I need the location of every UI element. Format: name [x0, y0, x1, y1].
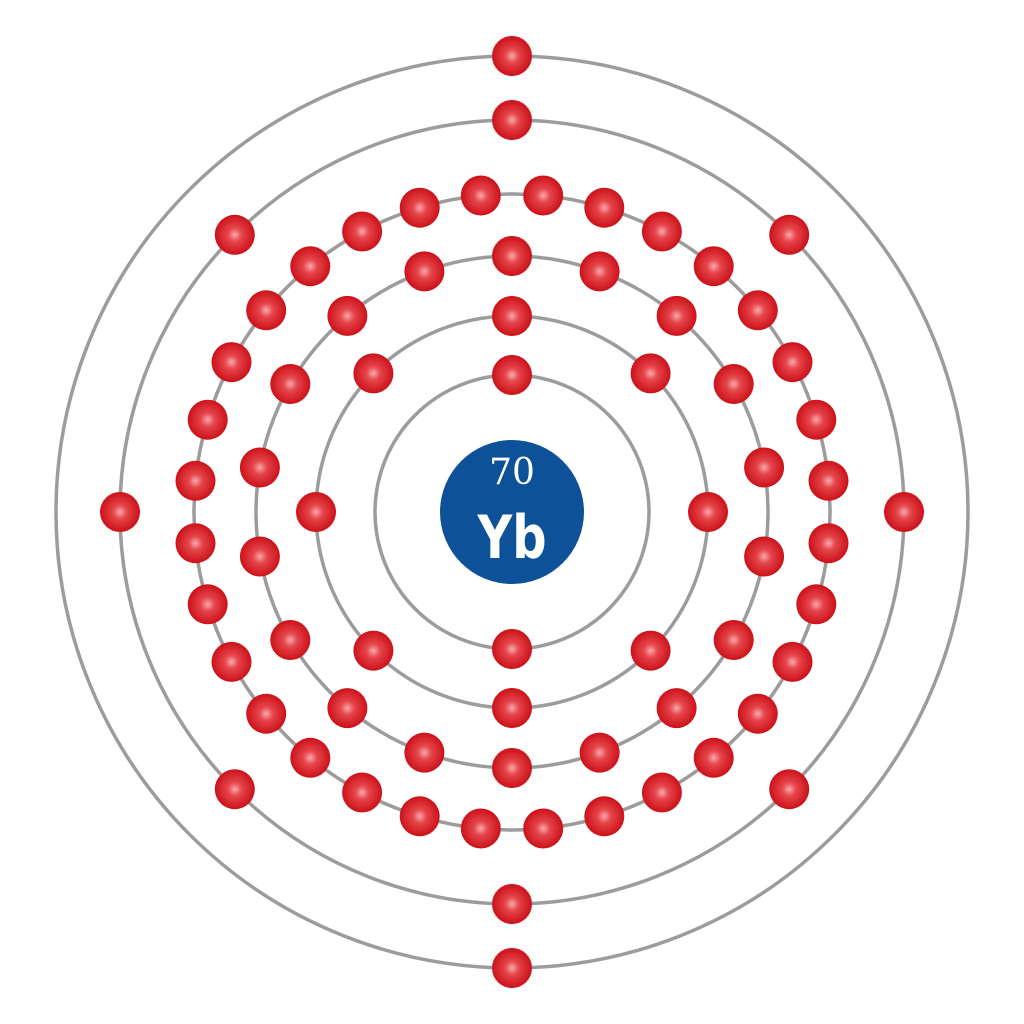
electron-shell-4-2	[796, 584, 837, 625]
nucleus-circle	[440, 440, 584, 584]
electron-shell-3-3	[656, 295, 697, 336]
electron-shell-4-22	[342, 211, 383, 252]
electron-shell-3-6	[744, 536, 785, 577]
electron-shell-4-3	[772, 641, 813, 682]
electron-shell-1-2	[492, 629, 532, 669]
electron-shell-5-3	[884, 492, 924, 532]
electron-shell-4-23	[399, 187, 440, 228]
electron-shell-4-17	[175, 460, 216, 501]
electron-shell-3-13	[270, 620, 311, 660]
electron-shell-4-26	[584, 187, 625, 228]
electron-shell-4-32	[808, 460, 849, 501]
electron-shell-5-7	[100, 492, 140, 532]
electron-shell-2-7	[296, 492, 336, 532]
electron-shell-3-17	[327, 295, 368, 336]
electron-shell-4-25	[523, 175, 564, 216]
electron-shell-3-16	[270, 364, 311, 404]
electron-shell-1-1	[492, 355, 532, 395]
electron-shell-6-2	[492, 948, 532, 988]
electron-shell-5-6	[214, 769, 255, 810]
electron-shell-5-5	[492, 884, 532, 924]
electron-shell-4-31	[796, 399, 837, 440]
electron-shell-4-10	[399, 796, 440, 837]
electron-shell-3-8	[656, 688, 697, 729]
electron-shell-4-18	[187, 399, 228, 440]
electron-shell-4-7	[584, 796, 625, 837]
electron-shell-3-18	[404, 251, 445, 292]
electron-shell-4-9	[460, 808, 501, 849]
electron-shell-3-12	[327, 688, 368, 729]
electron-shell-4-21	[290, 246, 331, 287]
electron-shell-4-11	[342, 772, 383, 813]
electron-shell-5-4	[769, 769, 810, 810]
electron-shell-3-14	[239, 536, 280, 577]
electron-shell-2-1	[492, 296, 532, 336]
electron-shell-4-20	[246, 290, 287, 331]
electron-shell-4-28	[693, 246, 734, 287]
electron-shell-2-4	[630, 630, 671, 671]
electron-shell-4-6	[641, 772, 682, 813]
electron-shell-2-3	[688, 492, 728, 532]
electron-shell-3-11	[404, 732, 445, 773]
electron-shell-3-2	[579, 251, 620, 292]
electron-shell-4-1	[808, 523, 849, 564]
electron-shell-5-8	[214, 214, 255, 255]
electron-shell-2-2	[630, 353, 671, 394]
electron-shell-2-6	[353, 630, 394, 671]
electron-shell-3-1	[492, 236, 532, 276]
electron-shell-2-8	[353, 353, 394, 394]
electron-shell-4-19	[211, 342, 252, 383]
shell-4	[192, 192, 832, 832]
electron-shell-6-1	[492, 36, 532, 76]
electron-shell-4-13	[246, 693, 287, 734]
electrons	[100, 36, 924, 988]
electron-shell-3-15	[239, 447, 280, 488]
electron-shell-4-24	[460, 175, 501, 216]
electron-shell-3-7	[713, 620, 754, 660]
electron-shell-4-30	[772, 342, 813, 383]
electron-shell-3-10	[492, 748, 532, 788]
electron-shell-5-1	[492, 100, 532, 140]
nucleus: 70 Yb	[440, 440, 584, 584]
electron-shell-3-5	[744, 447, 785, 488]
electron-shell-4-14	[211, 641, 252, 682]
element-symbol: Yb	[477, 503, 547, 573]
electron-shell-4-5	[693, 737, 734, 778]
electron-shell-4-16	[175, 523, 216, 564]
electron-shell-3-4	[713, 364, 754, 404]
electron-shell-3-9	[579, 732, 620, 773]
electron-shell-2-5	[492, 688, 532, 728]
electron-shell-4-27	[641, 211, 682, 252]
atomic-number: 70	[489, 452, 535, 493]
electron-shell-4-15	[187, 584, 228, 625]
electron-shell-5-2	[769, 214, 810, 255]
electron-shell-4-4	[737, 693, 778, 734]
electron-shell-4-12	[290, 737, 331, 778]
electron-shell-4-29	[737, 290, 778, 331]
electron-shell-4-8	[523, 808, 564, 849]
